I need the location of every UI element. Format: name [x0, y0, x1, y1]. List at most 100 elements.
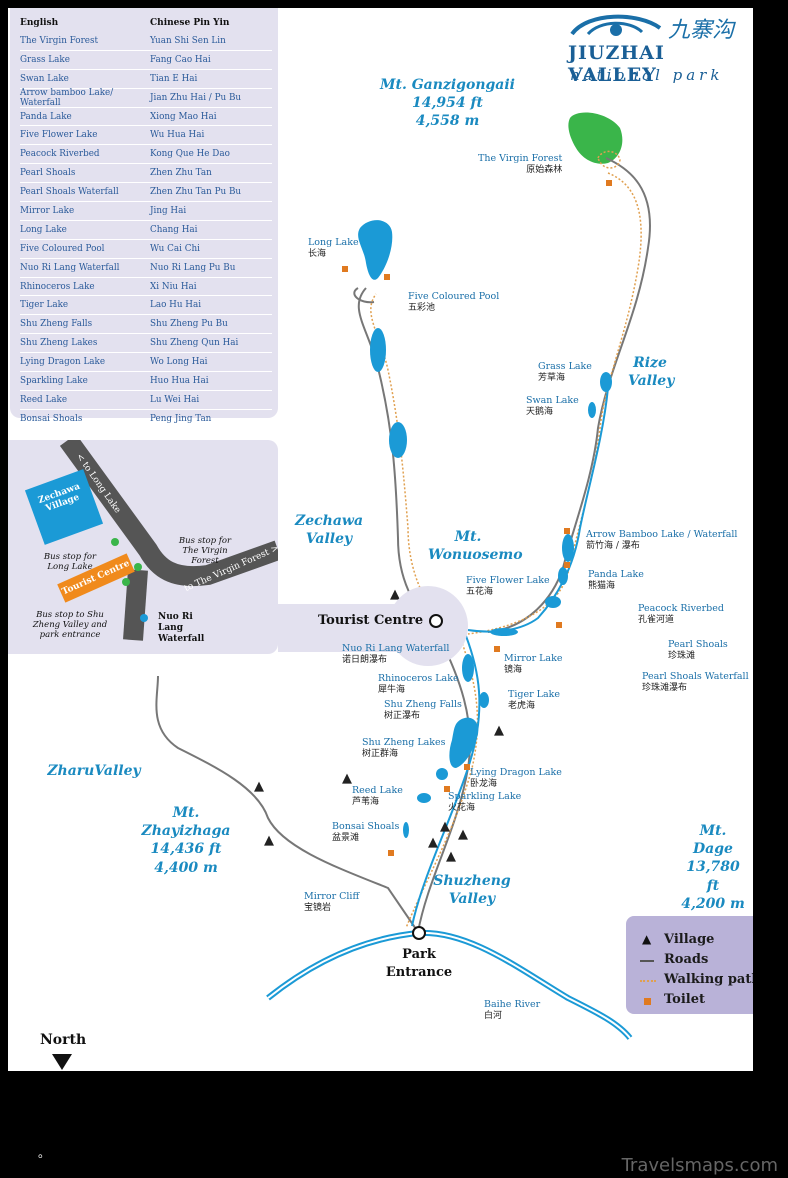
- table-cell-pinyin: Peng Jing Tan: [150, 413, 212, 424]
- table-cell-pinyin: Lao Hu Hai: [150, 300, 202, 311]
- bus-stop-virgin-forest: Bus stop for The Virgin Forest: [178, 536, 232, 567]
- lake-zechawa-2: [389, 422, 407, 458]
- path-key-icon: [640, 980, 656, 982]
- road-rize: [487, 157, 651, 633]
- table-cell-english: Pearl Shoals Waterfall: [20, 187, 119, 198]
- table-cell-pinyin: Fang Cao Hai: [150, 54, 211, 65]
- virgin-forest-area: [568, 112, 623, 164]
- park-entrance-marker: [412, 926, 426, 940]
- table-cell-english: Five Flower Lake: [20, 130, 98, 141]
- table-cell-english: Pearl Shoals: [20, 168, 76, 179]
- road-loop: [353, 287, 375, 304]
- watermark: Travelsmaps.com: [621, 1155, 778, 1176]
- table-cell-pinyin: Wu Hua Hai: [150, 130, 205, 141]
- path-zechawa: [370, 293, 449, 627]
- mt-wonuosemo: Mt. Wonuosemo: [428, 529, 523, 564]
- jiuzhai-map: ▲ ▲ ▲ ▲ ▲ ▲ ▲ ▲ ▲ 九寨沟 JIUZHAI VALLEY nat…: [8, 8, 753, 1071]
- table-cell-english: Peacock Riverbed: [20, 149, 100, 160]
- tourist-centre-label: Tourist Centre: [318, 613, 424, 628]
- table-row: Five Flower Lake Wu Hua Hai: [20, 126, 272, 146]
- tiger-lake-shape: [479, 692, 489, 708]
- table-cell-pinyin: Lu Wei Hai: [150, 394, 200, 405]
- name-table: English Chinese Pin Yin The Virgin Fores…: [10, 8, 278, 429]
- inset-connector-band: [278, 604, 438, 652]
- waterfall-icon: [140, 614, 148, 622]
- table-cell-pinyin: Xi Niu Hai: [150, 281, 197, 292]
- bus-stop-icon: [111, 538, 119, 546]
- swan-lake-shape: [588, 402, 596, 418]
- table-cell-english: Reed Lake: [20, 394, 68, 405]
- table-row: Reed Lake Lu Wei Hai: [20, 391, 272, 410]
- village-icon: ▲: [264, 833, 274, 848]
- bus-stop-shu-zheng: Bus stop to Shu Zheng Valley and park en…: [32, 610, 108, 641]
- table-cell-pinyin: Tian E Hai: [150, 73, 198, 84]
- rhinoceros-shape: [462, 654, 474, 682]
- table-cell-pinyin: Yuan Shi Sen Lin: [150, 35, 226, 46]
- key-village: Village: [664, 932, 715, 947]
- village-icon: ▲: [342, 771, 352, 786]
- table-cell-pinyin: Zhen Zhu Tan Pu Bu: [150, 187, 242, 198]
- table-cell-english: Arrow bamboo Lake/ Waterfall: [20, 87, 114, 108]
- table-cell-pinyin: Chang Hai: [150, 224, 198, 235]
- table-row: Rhinoceros Lake Xi Niu Hai: [20, 278, 272, 297]
- tourist-centre-marker: [429, 614, 443, 628]
- village-icon: ▲: [440, 819, 450, 834]
- panda-lake-shape: [558, 567, 568, 585]
- logo-subtitle: national park: [570, 66, 724, 84]
- mirror-lake-shape: [490, 628, 518, 636]
- logo-swirl-icon: [570, 14, 662, 36]
- bus-stop-icon: [122, 578, 130, 586]
- table-cell-pinyin: Wo Long Hai: [150, 357, 208, 368]
- table-cell-english: Shu Zheng Lakes: [20, 338, 98, 349]
- table-row: Pearl Shoals Waterfall Zhen Zhu Tan Pu Bu: [20, 183, 272, 203]
- toilet-icon: [384, 274, 390, 280]
- table-cell-pinyin: Xiong Mao Hai: [150, 111, 217, 122]
- table-cell-english: Shu Zheng Falls: [20, 319, 93, 330]
- road-key-icon: [640, 960, 654, 962]
- shu-zheng-lakes-shape: [449, 717, 479, 768]
- path-forest-loop: [597, 150, 621, 169]
- table-cell-english: Grass Lake: [20, 54, 70, 65]
- road-zharu: [155, 675, 419, 933]
- grass-lake-shape: [600, 372, 612, 392]
- village-icon: ▲: [446, 849, 456, 864]
- village-icon: ▲: [494, 723, 504, 738]
- table-header-pinyin: Chinese Pin Yin: [150, 18, 230, 28]
- tourist-centre-inset: < to Long Lake to The Virgin Forest > Ze…: [8, 440, 278, 654]
- table-cell-english: Five Coloured Pool: [20, 243, 105, 254]
- key-walking-paths: Walking paths: [664, 972, 753, 987]
- table-cell-english: Mirror Lake: [20, 205, 75, 216]
- table-cell-english: Rhinoceros Lake: [20, 281, 95, 292]
- inset-nuo-ri-lang: Nuo Ri Lang Waterfall: [158, 612, 205, 644]
- reed-lake-shape: [417, 793, 431, 803]
- sparkling-lake-shape: [436, 768, 448, 780]
- toilet-icon: [444, 786, 450, 792]
- village-icon: ▲: [428, 835, 438, 850]
- logo-title: JIUZHAI VALLEY: [568, 42, 665, 86]
- village-key-icon: ▲: [642, 932, 652, 946]
- footnote: 。: [38, 1146, 51, 1160]
